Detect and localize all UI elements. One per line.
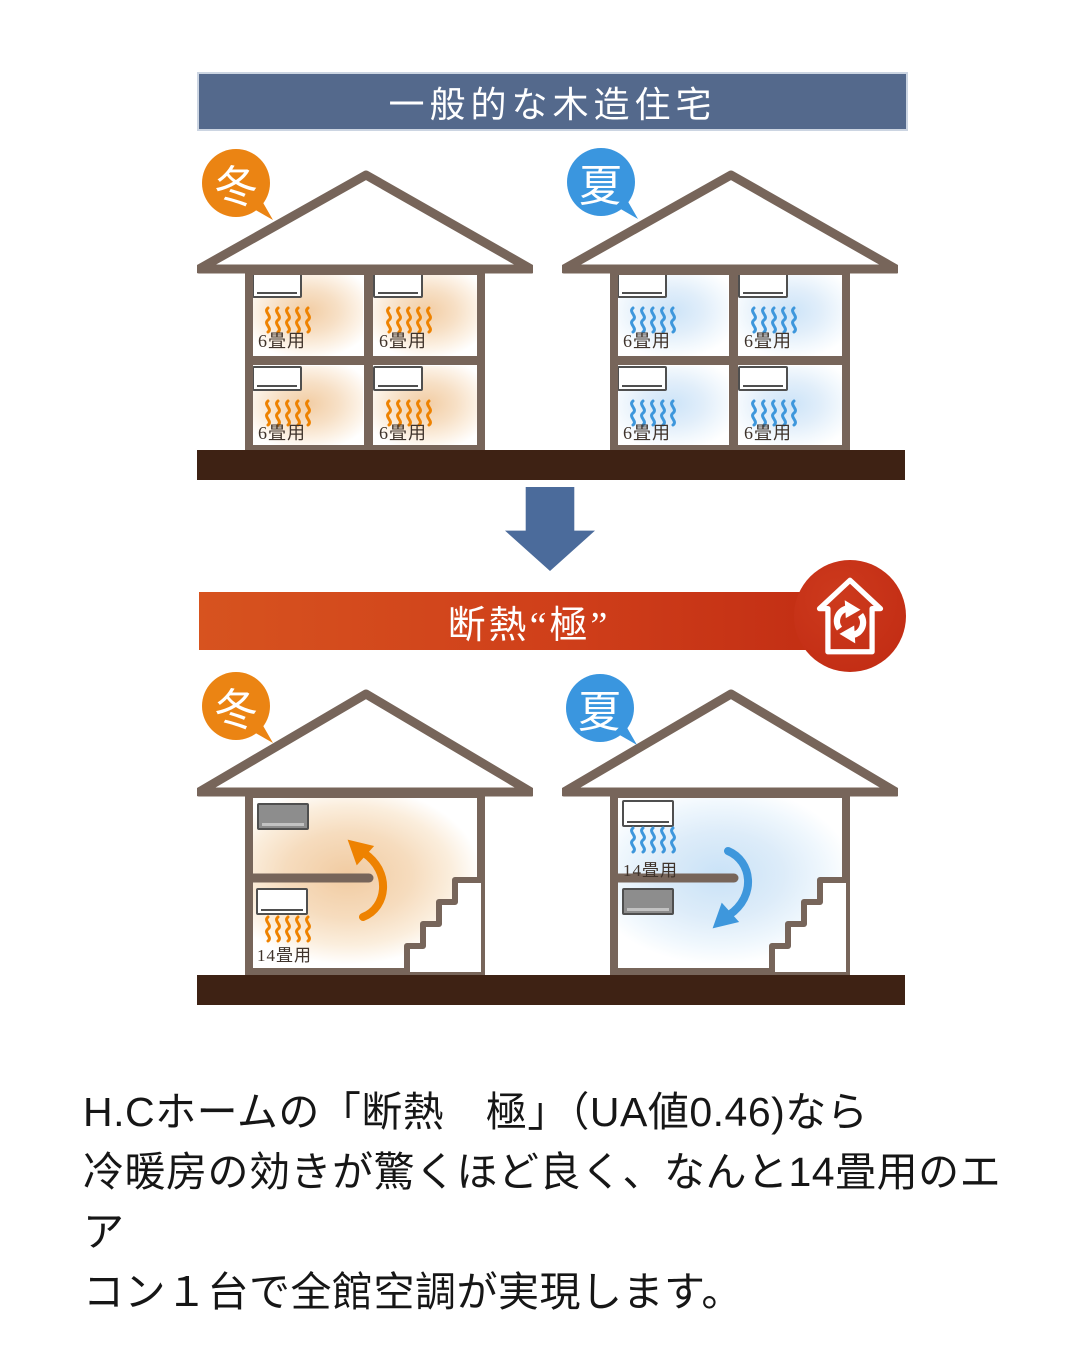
room-size-label: 6畳用 xyxy=(744,331,792,351)
winter-label: 冬 xyxy=(214,163,258,212)
ac-unit-icon xyxy=(738,366,788,391)
summer-badge-icon: 夏 xyxy=(567,148,635,216)
ac-unit-icon xyxy=(738,273,788,298)
ground-bar xyxy=(197,975,905,1005)
house-frame xyxy=(197,665,533,975)
ac-unit-off-icon xyxy=(257,803,309,830)
room-winter-3: 6畳用 xyxy=(252,366,363,448)
room-summer-1: 6畳用 xyxy=(617,273,728,356)
conventional-winter-house: 6畳用 6畳用 6畳用 6畳用 xyxy=(197,140,533,455)
ac-unit-icon xyxy=(256,888,308,915)
room-winter-2: 6畳用 xyxy=(373,273,480,356)
ac-unit-icon xyxy=(252,366,302,391)
room-summer-3: 6畳用 xyxy=(617,366,728,448)
room-size-label: 6畳用 xyxy=(258,423,306,443)
kiwami-winter-house: 14畳用 xyxy=(197,665,533,975)
winter-label: 冬 xyxy=(214,686,258,735)
room-size-label: 6畳用 xyxy=(379,331,427,351)
summer-label: 夏 xyxy=(578,688,622,737)
warm-circulation-arrow-icon xyxy=(347,839,387,921)
cool-airflow-icon xyxy=(630,826,676,854)
kiwami-summer-house: 14畳用 xyxy=(562,665,898,975)
cool-circulation-arrow-icon xyxy=(712,847,752,929)
house-frame xyxy=(562,665,898,975)
room-size-label: 6畳用 xyxy=(744,423,792,443)
ac-size-label: 14畳用 xyxy=(623,861,678,880)
winter-badge-icon: 冬 xyxy=(202,672,270,740)
transition-down-arrow-icon xyxy=(505,487,595,571)
kiwami-title: 断熱“極” xyxy=(447,604,611,647)
summer-badge-icon: 夏 xyxy=(566,674,634,742)
air-circulation-house-icon xyxy=(794,560,906,672)
room-summer-2: 6畳用 xyxy=(738,273,845,356)
caption-line: 冷暖房の効きが驚くほど良く、なんと14畳用のエア xyxy=(83,1149,1002,1255)
room-size-label: 6畳用 xyxy=(258,331,306,351)
circulation-house-glyph xyxy=(816,577,884,655)
caption-line: コン１台で全館空調が実現します。 xyxy=(83,1269,743,1315)
winter-badge-icon: 冬 xyxy=(202,149,270,217)
caption-line: H.Cホームの「断熱 極」（UA値0.46)なら xyxy=(83,1089,869,1135)
room-size-label: 6畳用 xyxy=(623,331,671,351)
heat-airflow-icon xyxy=(265,915,311,943)
ac-unit-icon xyxy=(373,366,423,391)
summer-label: 夏 xyxy=(579,162,623,211)
room-summer-4: 6畳用 xyxy=(738,366,845,448)
caption-text: H.Cホームの「断熱 極」（UA値0.46)なら 冷暖房の効きが驚くほど良く、な… xyxy=(83,1082,1013,1322)
room-winter-1: 6畳用 xyxy=(252,273,363,356)
conventional-summer-house: 6畳用 6畳用 6畳用 6畳用 xyxy=(562,140,898,455)
room-size-label: 6畳用 xyxy=(623,423,671,443)
room-size-label: 6畳用 xyxy=(379,423,427,443)
kiwami-banner: 断熱“極” xyxy=(199,592,859,650)
conventional-house-banner: 一般的な木造住宅 xyxy=(197,72,908,131)
ac-size-label: 14畳用 xyxy=(257,946,312,965)
conventional-house-title: 一般的な木造住宅 xyxy=(388,84,717,125)
ac-unit-off-icon xyxy=(622,888,674,915)
room-winter-4: 6畳用 xyxy=(373,366,480,448)
ground-bar xyxy=(197,450,905,480)
ac-unit-icon xyxy=(622,800,674,827)
